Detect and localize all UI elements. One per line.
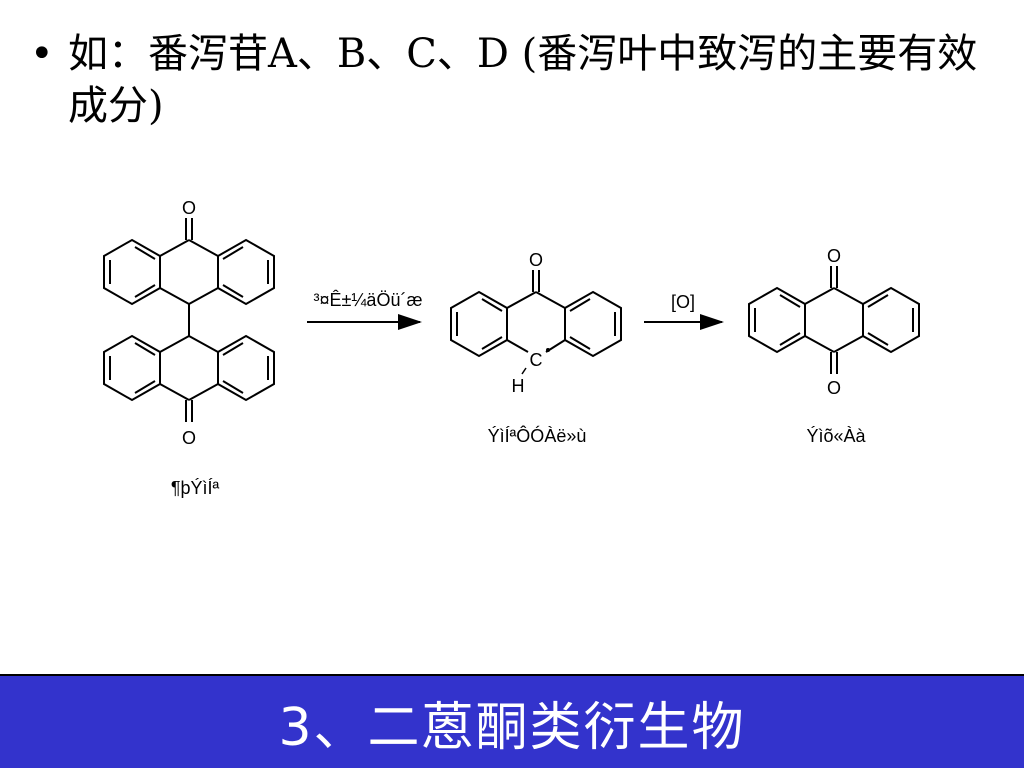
- compound-dianthrone-structure: [103, 218, 275, 422]
- oxidation-label: [O]: [671, 292, 695, 312]
- compound1-caption: ¶þÝìÍª: [171, 478, 220, 498]
- compound2-caption: ÝìÍªÔÓÀë»ù: [488, 425, 587, 446]
- bullet-marker: •: [30, 31, 54, 77]
- oxygen-label-radical: O: [529, 250, 543, 270]
- carbon-radical-label: C: [530, 350, 543, 370]
- bullet-text: 如：番泻苷A、B、C、D (番泻叶中致泻的主要有效成分): [68, 31, 978, 129]
- ch-bond: [521, 367, 527, 375]
- oxygen-label-aq-bottom: O: [827, 378, 841, 398]
- section-title: 3、二蒽酮类衍生物: [278, 697, 746, 758]
- compound-anthraquinone: [748, 266, 920, 374]
- bullet-item: • 如：番泻苷A、B、C、D (番泻叶中致泻的主要有效成分): [30, 28, 990, 132]
- reaction-condition-label: ³¤Ê±¼äÖü´æ: [314, 290, 423, 310]
- section-footer-bar: 3、二蒽酮类衍生物: [0, 674, 1024, 768]
- reaction-diagram: O O ¶þÝìÍª ³¤Ê±¼äÖü´æ O C H ÝìÍªÔÓÀë»: [0, 170, 1024, 510]
- reaction-scheme-svg: O O ¶þÝìÍª ³¤Ê±¼äÖü´æ O C H ÝìÍªÔÓÀë»: [103, 198, 920, 498]
- oxygen-label-bottom: O: [182, 428, 196, 448]
- oxygen-label-top: O: [182, 198, 196, 218]
- oxygen-label-aq-top: O: [827, 246, 841, 266]
- compound-anthrone-radical: [450, 270, 622, 358]
- radical-dot: [546, 348, 550, 352]
- hydrogen-label: H: [512, 376, 525, 396]
- compound3-caption: Ýìõ«Àà: [806, 426, 866, 446]
